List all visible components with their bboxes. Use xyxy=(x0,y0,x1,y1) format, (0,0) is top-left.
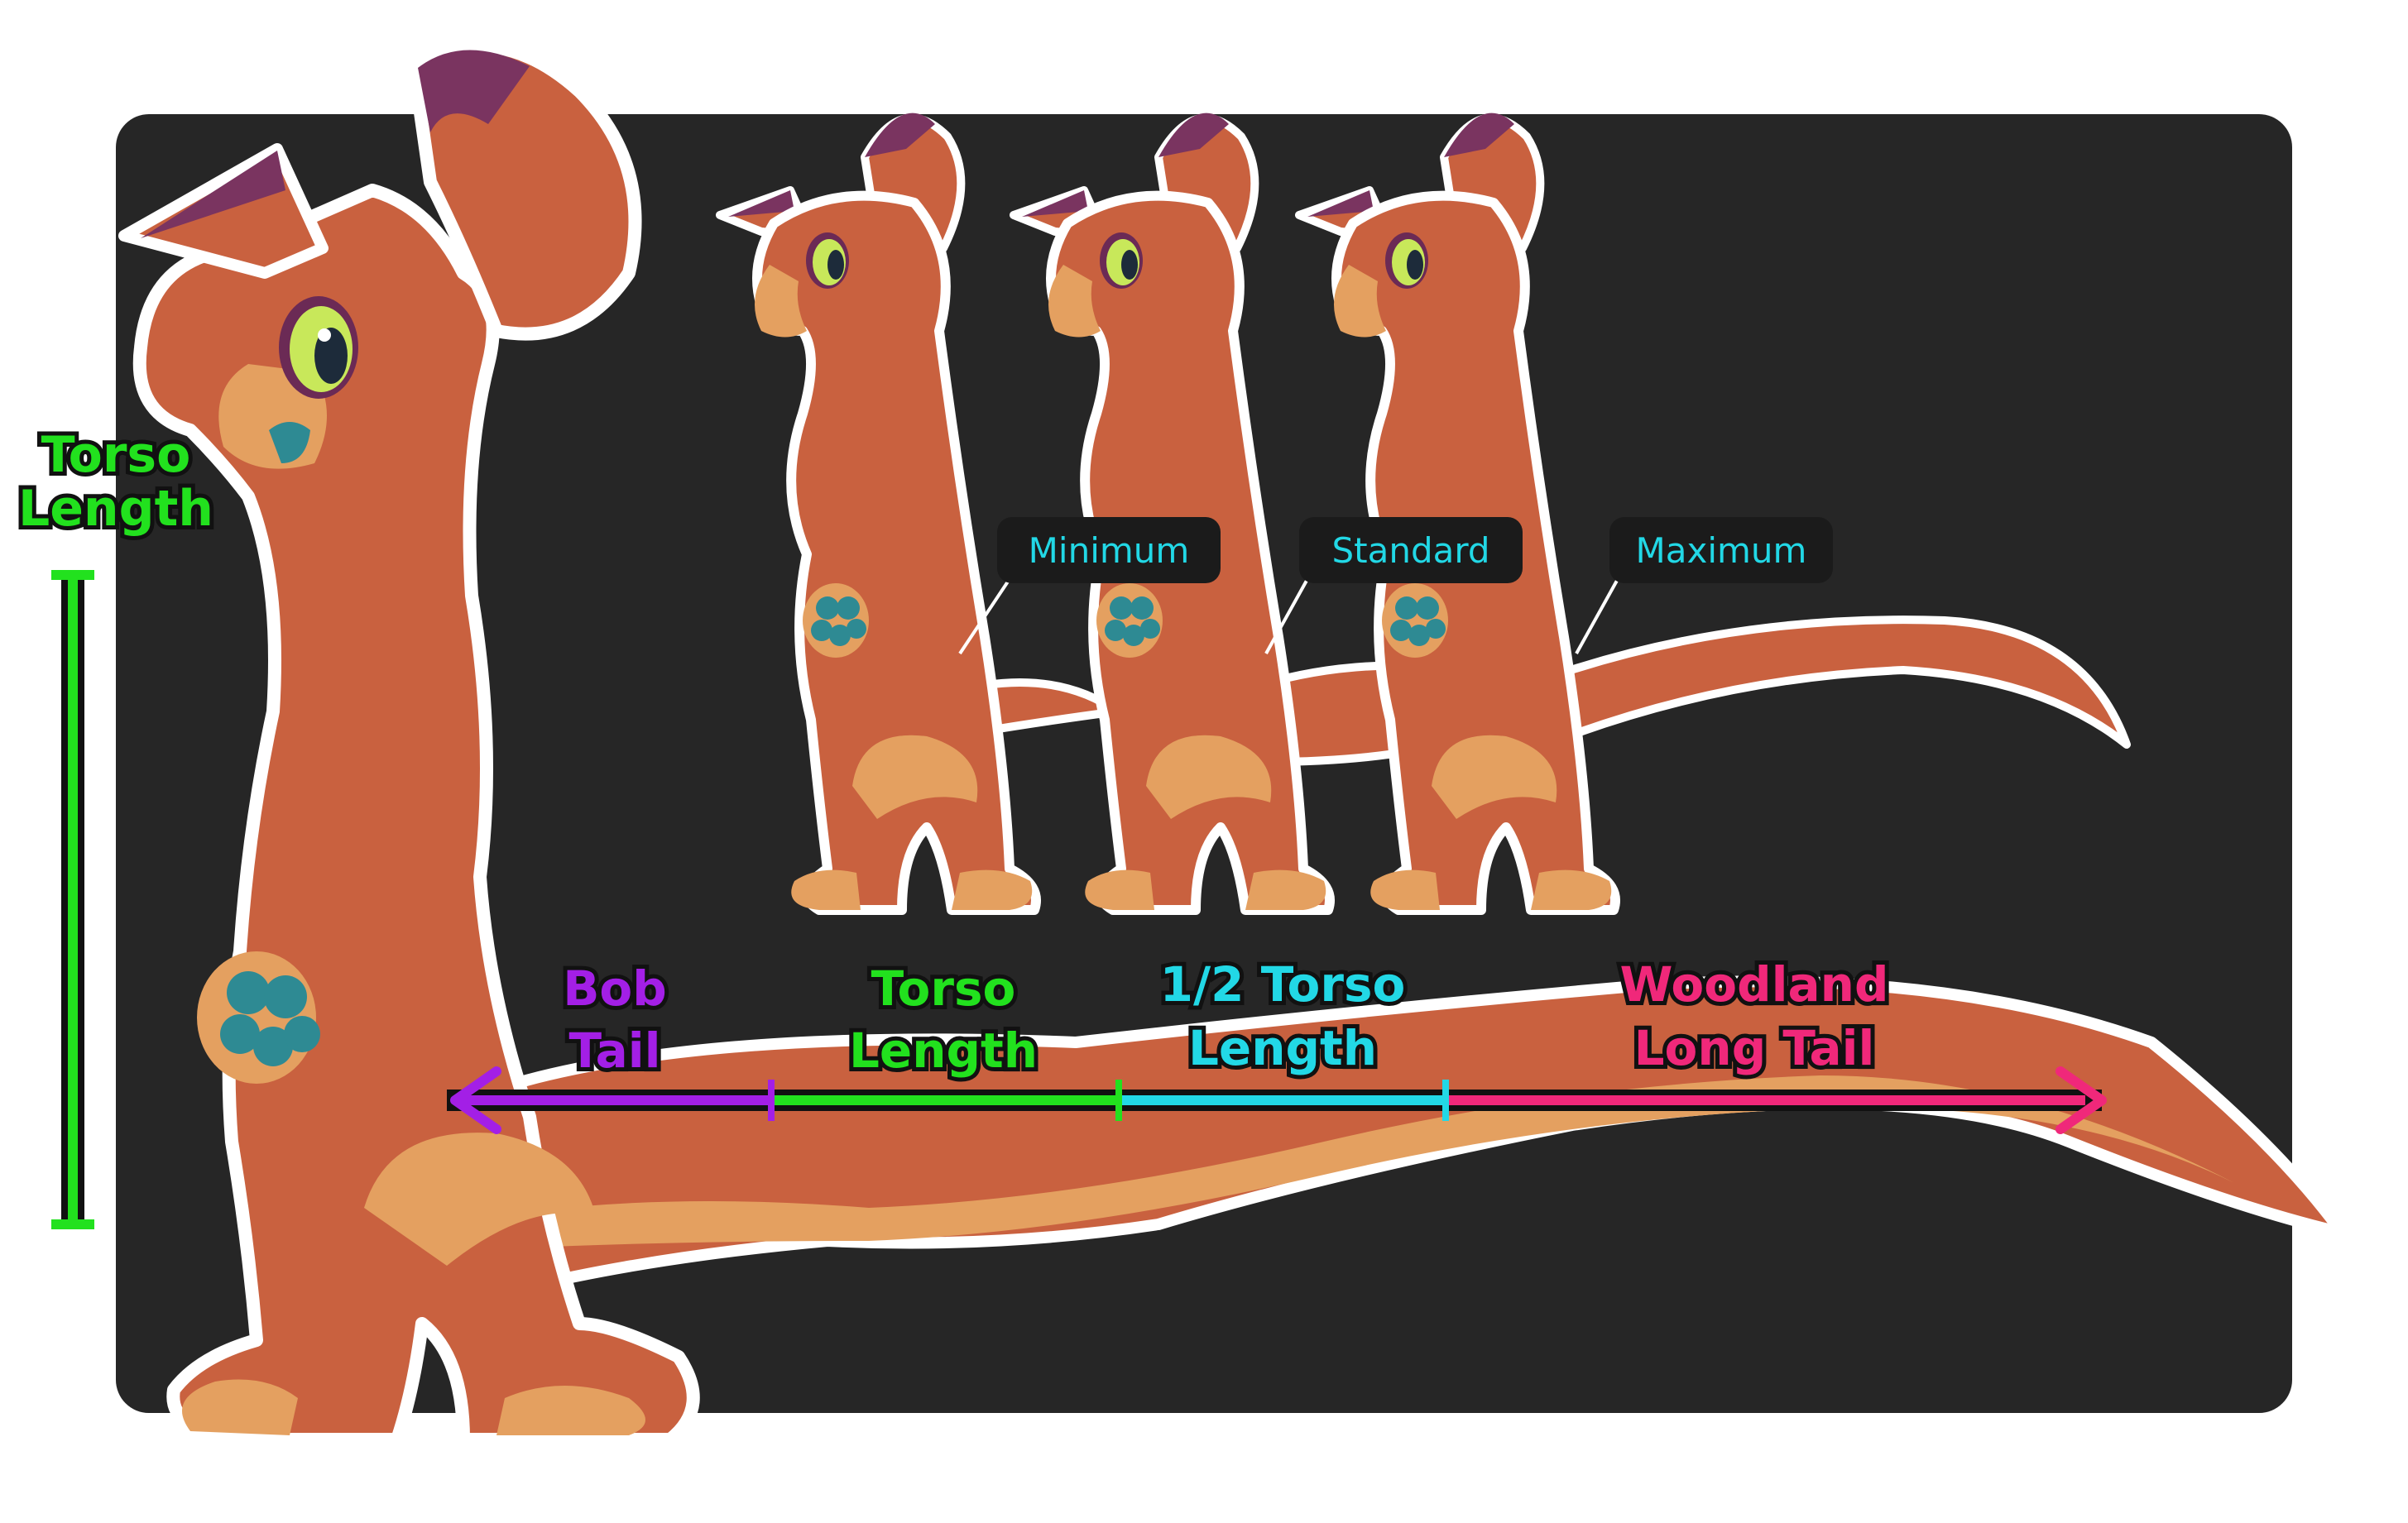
torso-length-segment-label-line2: Length xyxy=(849,1023,1038,1079)
torso-length-scale: Torso Length xyxy=(14,422,218,1229)
bob-tail-label-line1: Bob xyxy=(563,960,667,1017)
torso-length-segment-label-line1: Torso xyxy=(871,960,1016,1017)
callout-standard-label: Standard xyxy=(1331,530,1489,571)
half-torso-label-line2: Length xyxy=(1188,1020,1377,1076)
large-creature-figure xyxy=(118,40,2348,1446)
arrowhead-left xyxy=(450,1066,501,1134)
arrowhead-right xyxy=(2055,1066,2107,1134)
torso-length-label-line2: Length xyxy=(18,480,213,538)
tail-length-scale: Bob Tail Torso Length 1/2 Torso Length W… xyxy=(447,952,2107,1134)
callout-maximum: Maximum xyxy=(1575,517,1833,654)
torso-length-label-line1: Torso xyxy=(41,426,191,484)
bob-tail-label-line2: Tail xyxy=(569,1023,661,1079)
maximum-tail-creature xyxy=(1299,113,2131,910)
callout-maximum-label: Maximum xyxy=(1636,530,1807,571)
woodland-long-tail-label-line1: Woodland xyxy=(1620,956,1889,1013)
callout-minimum-label: Minimum xyxy=(1029,530,1190,571)
callout-standard: Standard xyxy=(1264,517,1523,654)
half-torso-label-line1: 1/2 Torso xyxy=(1160,956,1406,1013)
callout-minimum: Minimum xyxy=(958,517,1221,655)
maximum-tail xyxy=(1477,615,2131,765)
woodland-long-tail-label-line2: Long Tail xyxy=(1634,1020,1875,1076)
